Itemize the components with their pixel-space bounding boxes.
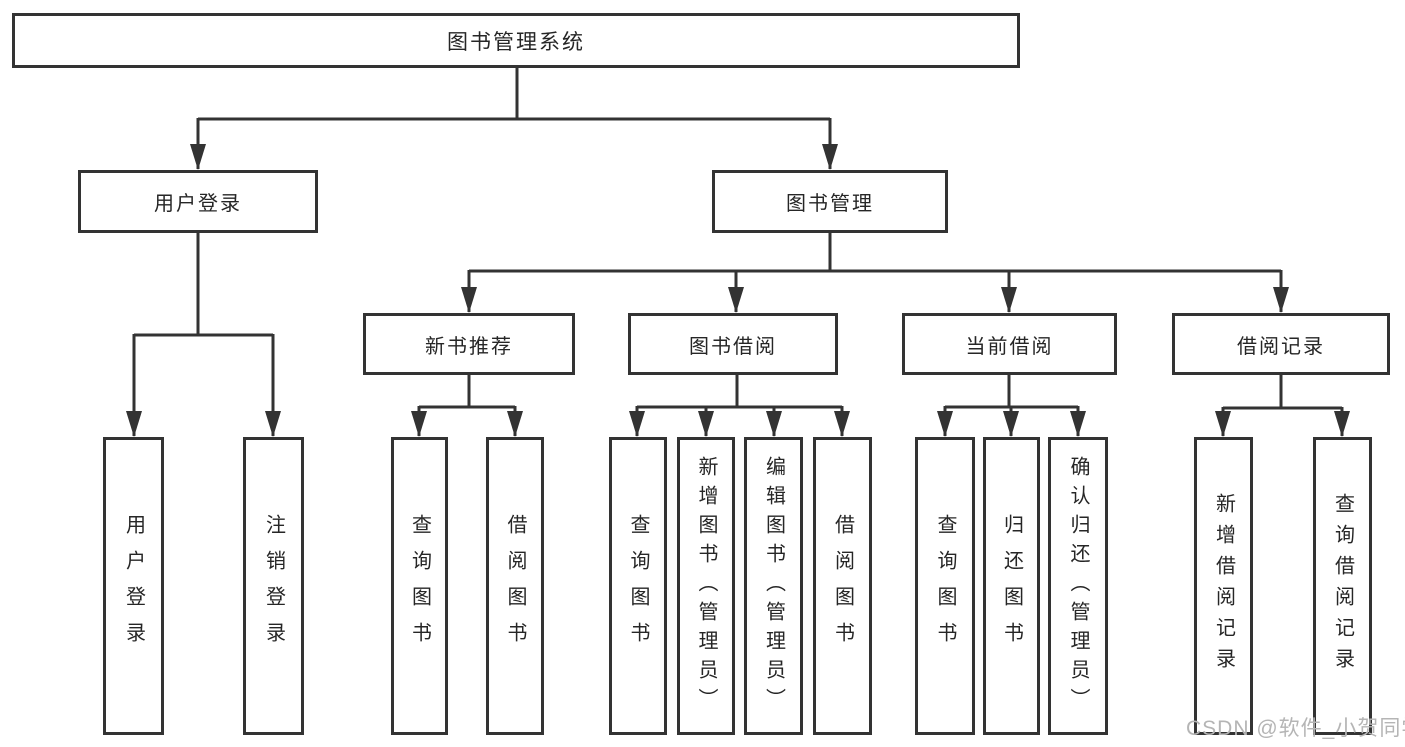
node-user-login: 用户登录 (78, 170, 318, 233)
node-book-borrow: 图书借阅 (628, 313, 838, 375)
leaf-current-return: 归还图书 (983, 437, 1040, 735)
leaf-newbook-borrow: 借阅图书 (486, 437, 544, 735)
connector-new-book-stem (419, 375, 515, 409)
leaf-borrow-edit-admin: 编辑图书（管理员） (744, 437, 803, 735)
node-root-label: 图书管理系统 (447, 30, 585, 54)
connector-current-borrow-stem (945, 375, 1078, 409)
leaf-records-query: 查询借阅记录 (1313, 437, 1372, 735)
leaf-current-confirm-admin-label: 确认归还（管理员） (1067, 455, 1089, 717)
leaf-borrow-query-label: 查询图书 (627, 514, 649, 658)
leaf-user-login: 用户登录 (103, 437, 164, 735)
leaf-current-query-label: 查询图书 (934, 514, 956, 658)
leaf-borrow-add-admin-label: 新增图书（管理员） (695, 455, 717, 717)
leaf-newbook-query: 查询图书 (391, 437, 448, 735)
node-root-library-system: 图书管理系统 (12, 13, 1020, 68)
leaf-borrow-edit-admin-label: 编辑图书（管理员） (762, 455, 785, 717)
node-new-book-recommend: 新书推荐 (363, 313, 575, 375)
leaf-borrow-add-admin: 新增图书（管理员） (677, 437, 735, 735)
leaf-borrow-query: 查询图书 (609, 437, 667, 735)
leaf-records-add: 新增借阅记录 (1194, 437, 1253, 735)
node-book-borrow-label: 图书借阅 (689, 335, 777, 358)
node-user-login-label: 用户登录 (154, 193, 242, 215)
leaf-newbook-query-label: 查询图书 (408, 514, 431, 658)
leaf-logout-label: 注销登录 (262, 514, 285, 658)
leaf-current-return-label: 归还图书 (1000, 514, 1023, 658)
leaf-user-login-label: 用户登录 (122, 514, 145, 658)
leaf-newbook-borrow-label: 借阅图书 (504, 514, 526, 658)
leaf-borrow-borrow-label: 借阅图书 (831, 514, 854, 658)
node-borrow-records: 借阅记录 (1172, 313, 1390, 375)
node-borrow-records-label: 借阅记录 (1237, 335, 1325, 358)
node-current-borrow: 当前借阅 (902, 313, 1117, 375)
csdn-watermark: CSDN @软件_小贺同学 (1186, 717, 1405, 740)
leaf-borrow-borrow: 借阅图书 (813, 437, 872, 735)
leaf-records-query-label: 查询借阅记录 (1331, 493, 1354, 679)
connector-book-management-stem (469, 233, 1281, 273)
leaf-current-query: 查询图书 (915, 437, 975, 735)
leaf-records-add-label: 新增借阅记录 (1212, 493, 1235, 679)
connector-book-borrow-stem (637, 375, 842, 409)
node-new-book-recommend-label: 新书推荐 (425, 335, 513, 358)
node-book-management-label: 图书管理 (786, 193, 874, 215)
node-current-borrow-label: 当前借阅 (965, 335, 1054, 358)
connector-user-login-stem (134, 233, 273, 337)
connector-borrow-records-stem (1223, 375, 1342, 410)
leaf-logout: 注销登录 (243, 437, 304, 735)
leaf-current-confirm-admin: 确认归还（管理员） (1048, 437, 1108, 735)
node-book-management: 图书管理 (712, 170, 948, 233)
connector-root-stem (198, 66, 830, 121)
